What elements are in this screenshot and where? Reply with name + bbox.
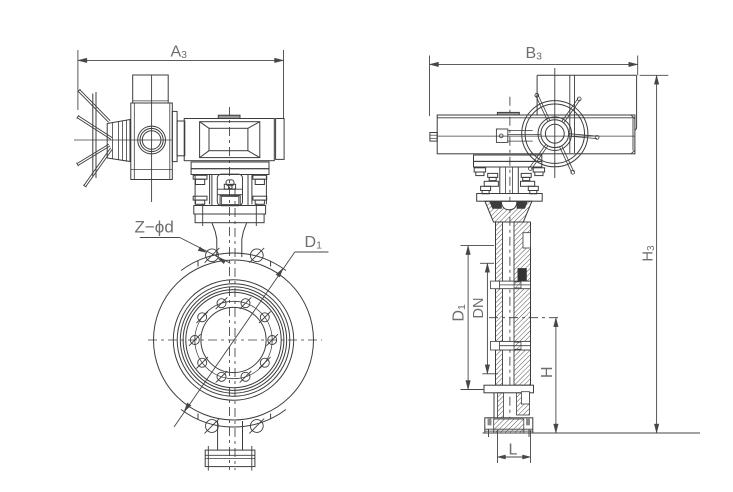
svg-text:L: L [509,442,518,459]
svg-text:H: H [539,366,556,378]
svg-text:DN: DN [471,298,487,319]
svg-text:Z−ϕd: Z−ϕd [135,218,174,237]
